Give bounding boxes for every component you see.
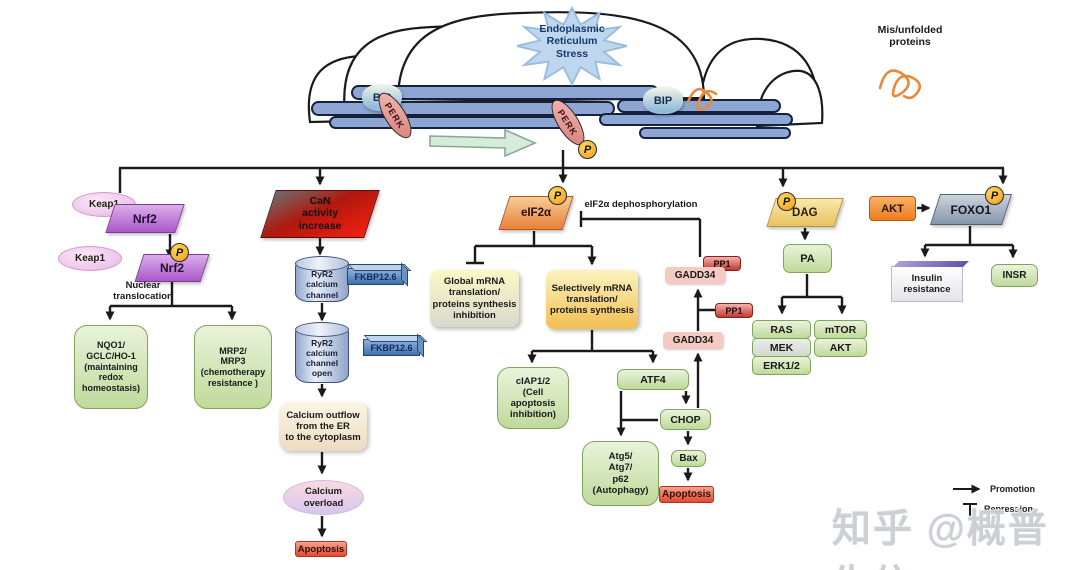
mek-box: MEK bbox=[752, 338, 811, 357]
phospho-badge-nrf2: P bbox=[170, 243, 189, 262]
phospho-badge-foxo1: P bbox=[985, 186, 1004, 205]
eif2a-dephosphorylation-label: eIF2α dephosphorylation bbox=[584, 199, 698, 210]
phospho-badge-perk: P bbox=[578, 140, 597, 159]
keap1-free: Keap1 bbox=[58, 246, 122, 271]
akt-box: AKT bbox=[869, 196, 916, 221]
gadd34-induced: GADD34 bbox=[663, 332, 723, 349]
selective-translation-box: Selectively mRNA translation/ proteins s… bbox=[546, 270, 638, 329]
mtor-box: mTOR bbox=[814, 320, 867, 339]
legend-promotion-label: Promotion bbox=[990, 484, 1035, 494]
transition-arrow bbox=[429, 128, 538, 158]
legend-symbols bbox=[953, 484, 981, 516]
fkbp12-released: FKBP12.6 bbox=[363, 339, 420, 356]
ryr2-channel-closed: RyR2 calcium channel bbox=[295, 256, 349, 302]
watermark: 知乎 @概普生信 bbox=[832, 508, 1049, 570]
insulin-resistance-box: Insulin resistance bbox=[891, 261, 969, 302]
er-stress-starburst bbox=[516, 5, 628, 87]
apoptosis-box-calcium: Apoptosis bbox=[295, 541, 347, 557]
phospho-badge-eif2a: P bbox=[548, 186, 567, 205]
misfolded-proteins-label: Mis/unfolded proteins bbox=[877, 24, 943, 49]
phospho-badge-dag: P bbox=[777, 192, 796, 211]
insulin-box-top-ridge bbox=[893, 261, 969, 267]
pp1-free: PP1 bbox=[715, 303, 753, 318]
global-translation-box: Global mRNA translation/ proteins synthe… bbox=[430, 270, 519, 327]
legend-repression-label: Repression bbox=[984, 504, 1034, 514]
akt-downstream-box: AKT bbox=[814, 338, 867, 357]
nuclear-translocation-label: Nuclear translocation bbox=[113, 280, 173, 303]
ras-box: RAS bbox=[752, 320, 811, 339]
erk-box: ERK1/2 bbox=[752, 356, 811, 375]
mrp-box: MRP2/ MRP3 (chemotherapy resistance ) bbox=[194, 325, 272, 409]
bax-box: Bax bbox=[671, 450, 706, 467]
calcium-outflow-box: Calcium outflow from the ER to the cytop… bbox=[279, 402, 367, 451]
misfolded-protein-icon bbox=[686, 69, 922, 111]
nqo1-box: NQO1/ GCLC/HO-1 (maintaining redox homeo… bbox=[74, 325, 148, 409]
apoptosis-box-chop: Apoptosis bbox=[659, 486, 714, 503]
can-activity-box: CaN activity increase bbox=[260, 190, 380, 238]
calcium-overload-ellipse: Calcium overload bbox=[283, 480, 364, 515]
insr-box: INSR bbox=[991, 264, 1038, 287]
connector-lines bbox=[105, 150, 1018, 538]
nrf2-bound: Nrf2 bbox=[105, 204, 185, 233]
er-stress-label: Endoplasmic Reticulum Stress bbox=[539, 23, 605, 60]
ciap-box: cIAP1/2 (Cell apoptosis inhibition) bbox=[497, 367, 569, 429]
atf4-box: ATF4 bbox=[617, 369, 689, 390]
ryr2-channel-open: RyR2 calcium channel open bbox=[295, 322, 349, 383]
autophagy-box: Atg5/ Atg7/ p62 (Autophagy) bbox=[582, 441, 659, 506]
chop-box: CHOP bbox=[660, 409, 711, 430]
pa-box: PA bbox=[783, 244, 832, 273]
fkbp12-attached: FKBP12.6 bbox=[347, 268, 404, 285]
bip-right: BIP bbox=[643, 87, 683, 114]
gadd34-complex: GADD34 bbox=[665, 267, 725, 284]
